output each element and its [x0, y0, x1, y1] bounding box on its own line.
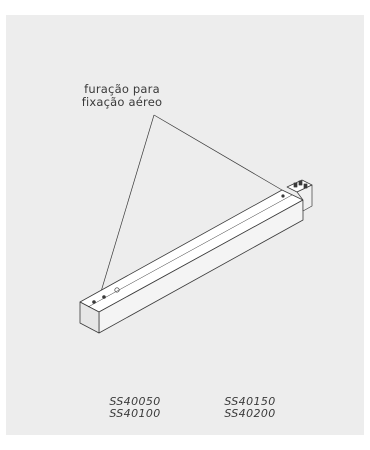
- connector-side: [296, 184, 313, 212]
- connector-pin-1: [293, 182, 298, 188]
- product-code: SS40100: [109, 407, 161, 420]
- rail-body: [79, 189, 304, 334]
- product-code: SS40200: [224, 407, 276, 420]
- product-codes-right: SS40150 SS40200: [215, 396, 285, 420]
- product-code: SS40050: [109, 395, 161, 408]
- mounting-hole-left-2: [102, 295, 106, 299]
- connector-pin-3: [303, 183, 308, 189]
- leader-lines: [99, 114, 283, 296]
- connector-pin-2: [298, 180, 303, 186]
- product-code: SS40150: [224, 395, 276, 408]
- end-connector: [286, 179, 313, 212]
- figure-panel: [6, 15, 364, 435]
- mounting-hole-center: [114, 287, 120, 293]
- rail-end-face: [79, 301, 100, 334]
- rail-top-edge-line: [87, 194, 293, 308]
- leader-line-right: [153, 114, 283, 191]
- mounting-holes-label-line1: furação para: [84, 82, 160, 96]
- product-codes-left: SS40050 SS40100: [100, 396, 170, 420]
- mounting-holes-label-line2: fixação aéreo: [81, 95, 163, 109]
- rail-side-face: [98, 199, 304, 334]
- mounting-holes: [92, 194, 285, 304]
- mounting-hole-left-1: [92, 300, 96, 304]
- leader-line-left: [99, 114, 155, 296]
- mounting-holes-label: furação para fixação aéreo: [62, 83, 182, 109]
- mounting-hole-right: [281, 194, 285, 198]
